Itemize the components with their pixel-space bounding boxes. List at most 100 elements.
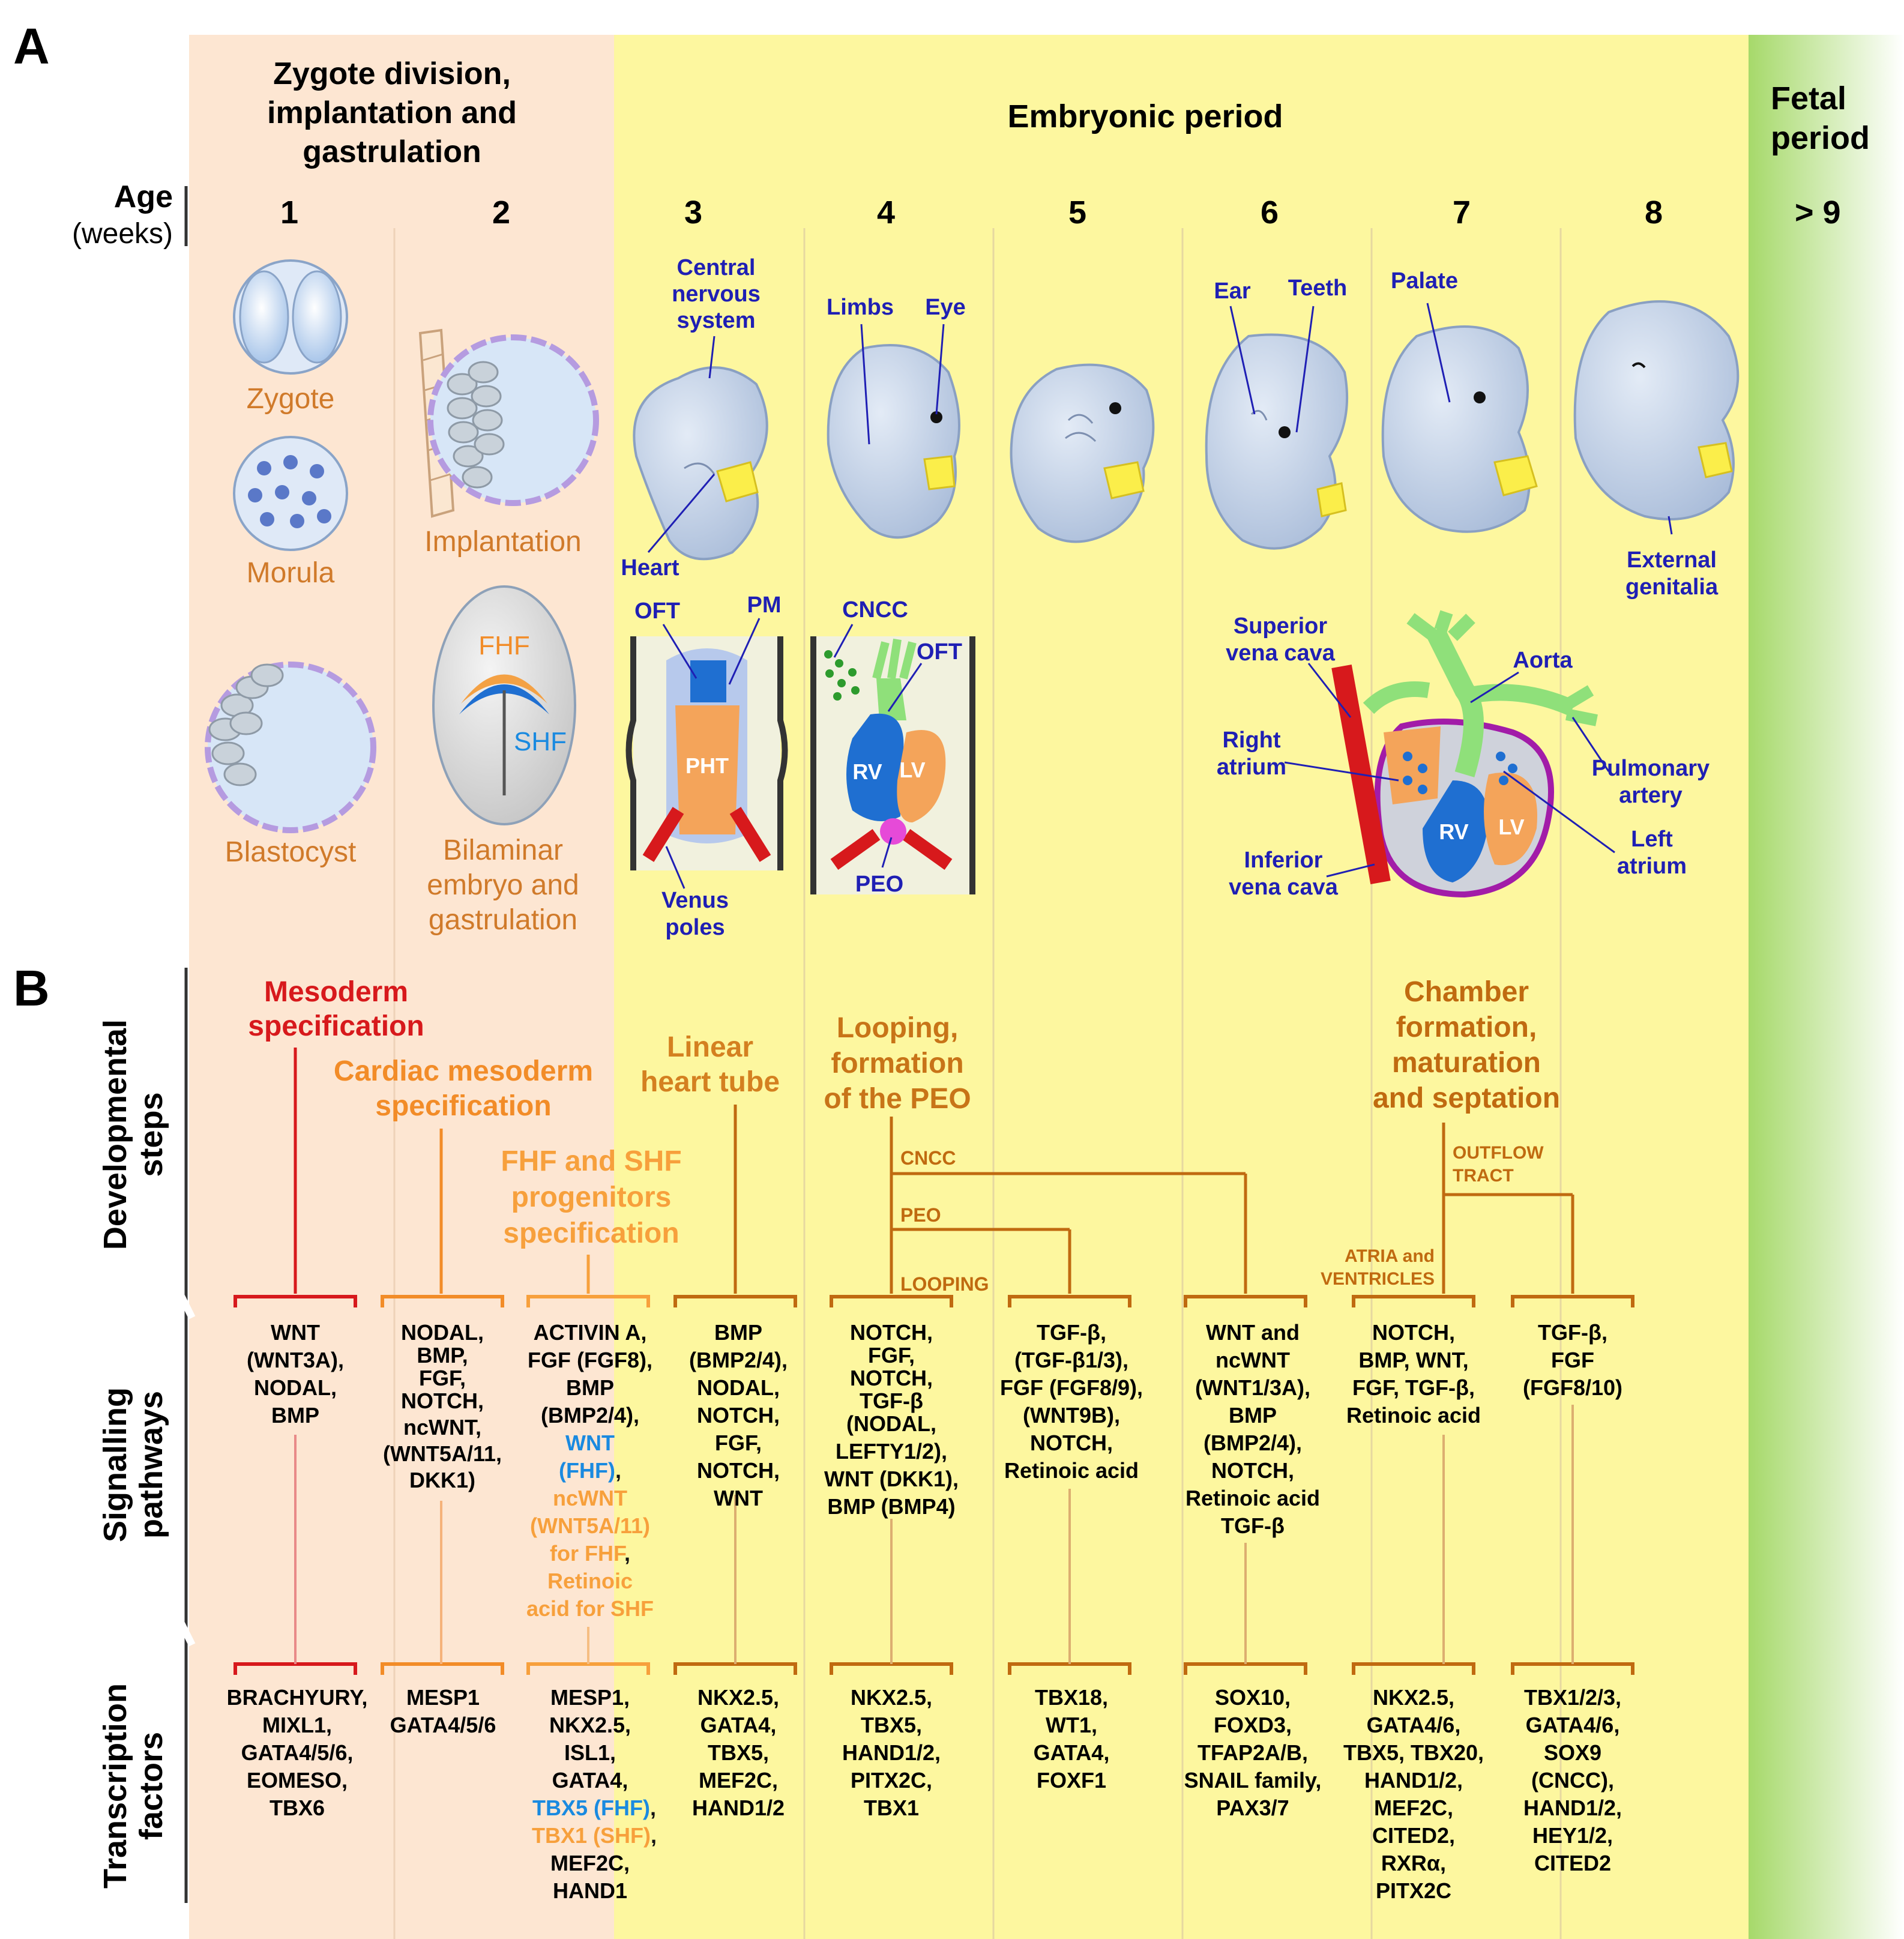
svg-text:FGF,: FGF, — [715, 1431, 762, 1455]
svg-text:MEF2C,: MEF2C, — [550, 1851, 630, 1875]
svg-text:NOTCH,: NOTCH, — [401, 1389, 484, 1413]
svg-text:MESP1: MESP1 — [406, 1685, 480, 1710]
step-cardiac-mesoderm: Cardiac mesoderm specification — [334, 1055, 593, 1122]
organ-label-ear: Ear — [1214, 279, 1250, 304]
svg-text:BMP: BMP — [271, 1403, 319, 1428]
tf-col-5: NKX2.5, TBX5, HAND1/2, PITX2C, TBX1 — [842, 1685, 941, 1820]
svg-text:FHF and SHF: FHF and SHF — [501, 1145, 681, 1177]
week-2: 2 — [492, 195, 510, 231]
step-stems — [294, 1048, 1574, 1294]
svg-text:TBX1 (SHF),: TBX1 (SHF), — [532, 1823, 657, 1848]
svg-text:MEF2C,: MEF2C, — [1374, 1796, 1453, 1820]
svg-text:gastrulation: gastrulation — [303, 134, 481, 169]
svg-text:vena cava: vena cava — [1226, 641, 1336, 666]
embryo-week-7 — [1381, 325, 1538, 533]
svg-text:of the PEO: of the PEO — [824, 1083, 971, 1115]
svg-text:specification: specification — [375, 1090, 551, 1122]
row-label-tf: Transcription factors — [97, 1683, 169, 1889]
week-4: 4 — [877, 195, 895, 231]
svg-text:NOTCH,: NOTCH, — [1030, 1431, 1113, 1455]
heart-label-left-atrium: Left atrium — [1617, 827, 1687, 879]
svg-text:Zygote division,: Zygote division, — [273, 56, 511, 91]
svg-text:Cardiac mesoderm: Cardiac mesoderm — [334, 1055, 593, 1087]
signalling-col-3: ACTIVIN A, FGF (FGF8), BMP (BMP2/4), WNT… — [526, 1320, 654, 1621]
svg-text:PITX2C: PITX2C — [1376, 1878, 1451, 1903]
organ-label-heart: Heart — [621, 555, 679, 580]
signalling-col-8: NOTCH, BMP, WNT, FGF, TGF-β, Retinoic ac… — [1346, 1320, 1481, 1428]
heart-label-pht: PHT — [685, 753, 729, 778]
heart-mature-pointers — [1284, 663, 1615, 878]
svg-text:HAND1/2,: HAND1/2, — [842, 1740, 941, 1765]
period-title-zygote: Zygote division, implantation and gastru… — [267, 56, 517, 169]
svg-text:Right: Right — [1222, 728, 1280, 753]
fhf-label: FHF — [478, 631, 530, 660]
svg-text:steps: steps — [133, 1092, 169, 1177]
svg-text:Inferior: Inferior — [1244, 848, 1323, 873]
week-8: 8 — [1645, 195, 1663, 231]
svg-text:formation: formation — [831, 1048, 963, 1079]
heart-label-pulmonary-artery: Pulmonary artery — [1592, 756, 1710, 808]
heart-label-inferior-vena-cava: Inferior vena cava — [1229, 848, 1339, 900]
svg-text:maturation: maturation — [1392, 1047, 1541, 1079]
zygote-illustration — [233, 259, 348, 375]
svg-text:Bilaminar: Bilaminar — [443, 834, 563, 866]
svg-text:NKX2.5,: NKX2.5, — [1373, 1685, 1454, 1710]
svg-text:Developmental: Developmental — [97, 1019, 133, 1250]
svg-text:genitalia: genitalia — [1625, 574, 1719, 600]
svg-text:PAX3/7: PAX3/7 — [1216, 1796, 1289, 1820]
heart-label-oft: OFT — [634, 599, 680, 624]
signalling-col-4: BMP (BMP2/4), NODAL, NOTCH, FGF, NOTCH, … — [689, 1320, 788, 1510]
svg-text:FOXD3,: FOXD3, — [1214, 1713, 1292, 1737]
svg-text:TBX1: TBX1 — [864, 1796, 919, 1820]
age-unit: (weeks) — [72, 218, 173, 250]
svg-text:(TGF-β1/3),: (TGF-β1/3), — [1014, 1348, 1128, 1372]
period-title-embryonic: Embryonic period — [1007, 98, 1283, 134]
svg-text:(NODAL,: (NODAL, — [846, 1411, 936, 1436]
svg-text:TRACT: TRACT — [1453, 1166, 1514, 1186]
svg-text:vena cava: vena cava — [1229, 875, 1339, 900]
svg-text:(BMP2/4),: (BMP2/4), — [541, 1403, 639, 1428]
svg-text:(WNT1/3A),: (WNT1/3A), — [1195, 1375, 1310, 1400]
svg-text:for FHF,: for FHF, — [550, 1541, 630, 1566]
morula-illustration — [233, 436, 348, 551]
svg-text:FGF,: FGF, — [868, 1343, 915, 1368]
svg-text:BMP (BMP4): BMP (BMP4) — [827, 1494, 955, 1519]
heart-label-peo: PEO — [855, 872, 903, 897]
embryo-week-5 — [1010, 363, 1155, 543]
tf-col-1: BRACHYURY, MIXL1, GATA4/5/6, EOMESO, TBX… — [227, 1685, 368, 1820]
heart-label-rv: RV — [852, 759, 882, 784]
svg-text:TGF-β: TGF-β — [1221, 1513, 1285, 1538]
svg-text:Retinoic acid: Retinoic acid — [1004, 1458, 1139, 1483]
svg-text:Chamber: Chamber — [1404, 976, 1529, 1008]
svg-text:RXRα,: RXRα, — [1381, 1851, 1446, 1875]
morula-label: Morula — [247, 557, 335, 589]
heart-label-right-atrium: Right atrium — [1217, 728, 1286, 780]
embryo-week-3 — [633, 366, 768, 561]
heart-4-pointers — [833, 624, 923, 868]
signalling-col-7: WNT and ncWNT (WNT1/3A), BMP (BMP2/4), N… — [1185, 1320, 1320, 1538]
row-axis-gap-1 — [176, 1292, 196, 1319]
shf-label: SHF — [514, 727, 567, 756]
heart-label-cncc: CNCC — [842, 597, 908, 623]
heart-label-pm: PM — [747, 593, 782, 618]
svg-text:NOTCH,: NOTCH, — [697, 1458, 780, 1483]
svg-text:(WNT3A),: (WNT3A), — [247, 1348, 344, 1372]
svg-text:Superior: Superior — [1234, 614, 1327, 639]
svg-text:MESP1,: MESP1, — [550, 1685, 630, 1710]
svg-text:Linear: Linear — [667, 1031, 753, 1063]
branch-label-cncc: CNCC — [900, 1147, 956, 1169]
svg-text:HAND1/2,: HAND1/2, — [1523, 1796, 1622, 1820]
organ-label-teeth: Teeth — [1288, 276, 1348, 301]
branch-label-atria: ATRIA and VENTRICLES — [1321, 1246, 1435, 1289]
signalling-col-6: TGF-β, (TGF-β1/3), FGF (FGF8/9), (WNT9B)… — [1000, 1320, 1143, 1483]
signalling-to-tf-stems — [294, 1405, 1574, 1664]
svg-text:GATA4,: GATA4, — [552, 1768, 628, 1793]
tf-col-6: TBX18, WT1, GATA4, FOXF1 — [1034, 1685, 1110, 1793]
organ-label-cns: Central nervous system — [672, 255, 761, 333]
svg-text:heart tube: heart tube — [640, 1066, 780, 1098]
tf-col-7: SOX10, FOXD3, TFAP2A/B, SNAIL family, PA… — [1184, 1685, 1322, 1820]
svg-text:FGF,: FGF, — [419, 1366, 466, 1390]
svg-text:GATA4/6,: GATA4/6, — [1526, 1713, 1620, 1737]
svg-text:poles: poles — [665, 915, 725, 940]
blastocyst-illustration — [205, 662, 376, 833]
